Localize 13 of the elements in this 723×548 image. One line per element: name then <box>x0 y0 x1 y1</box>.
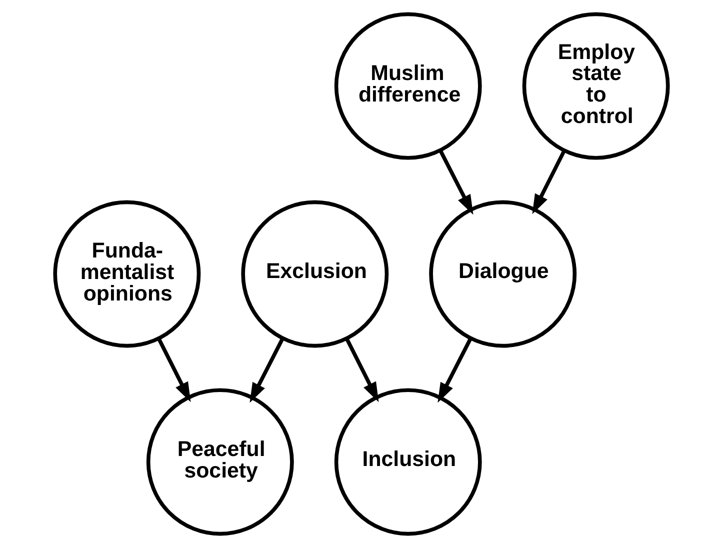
arrow <box>438 338 472 403</box>
node-circle: Muslim difference <box>334 12 482 160</box>
arrow <box>438 150 474 215</box>
node-circle: Employ state to control <box>522 12 670 160</box>
node-circle: Exclusion <box>241 200 389 348</box>
arrow <box>157 338 191 402</box>
node-circle: Inclusion <box>334 388 482 536</box>
node-circle: Peaceful society <box>146 388 294 536</box>
node-circle: Funda- mentalist opinions <box>53 200 201 348</box>
arrow <box>250 338 284 403</box>
node-circle: Dialogue <box>429 200 577 348</box>
arrow <box>532 150 566 214</box>
arrow <box>345 338 379 402</box>
